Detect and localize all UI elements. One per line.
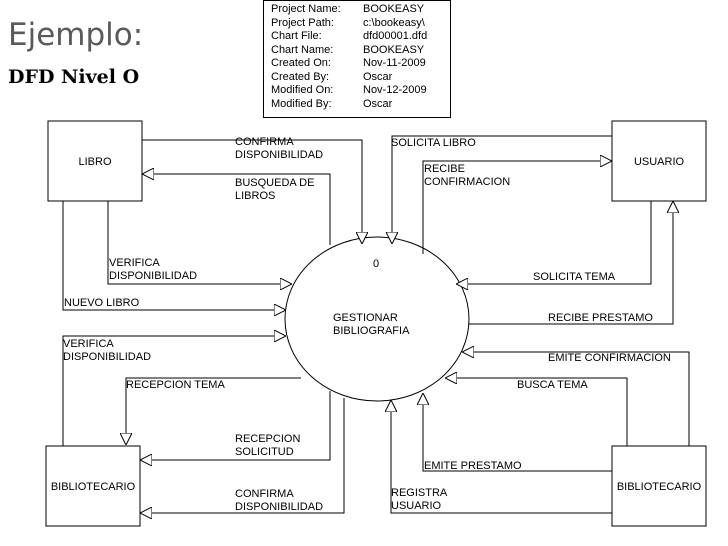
flow-label: EMITE CONFIRMACION: [548, 352, 671, 364]
flow-recibe-confirmacion: [422, 161, 611, 254]
flow-label: VERIFICA: [63, 338, 114, 350]
info-row-chart-file: Chart File:dfd00001.dfd: [271, 30, 428, 42]
flow-label: RECEPCION TEMA: [126, 379, 225, 391]
flow-label: DISPONIBILIDAD: [235, 149, 323, 161]
entity-bibliotecario-right-label: BIBLIOTECARIO: [617, 481, 702, 493]
flow-recepcion-tema: [126, 377, 301, 444]
process-number: 0: [373, 258, 379, 270]
entity-bibliotecario-right: [611, 445, 707, 527]
process-label-line2: BIBLIOGRAFIA: [333, 325, 410, 337]
entity-usuario: [611, 120, 707, 202]
flow-recepcion-solicitud: [141, 391, 331, 460]
flow-label: BUSQUEDA DE: [235, 177, 314, 189]
slide-title: Ejemplo:: [8, 17, 144, 53]
flow-emite-confirmacion: [463, 352, 690, 446]
flow-label: VERIFICA: [109, 257, 160, 269]
flow-emite-prestamo: [423, 394, 612, 472]
info-row-created-by: Created By:Oscar: [271, 70, 393, 83]
flow-label: DISPONIBILIDAD: [235, 501, 323, 513]
flow-registra-usuario: [391, 401, 612, 514]
flow-label: DISPONIBILIDAD: [109, 270, 197, 282]
flow-busca-tema: [446, 378, 628, 446]
flow-solicita-libro: [392, 135, 612, 243]
entity-bibliotecario-left-label: BIBLIOTECARIO: [51, 481, 136, 493]
flow-label: RECEPCION: [235, 433, 300, 445]
flow-confirma-disponibilidad-bottom: [141, 398, 345, 513]
flow-busqueda-de-libros: [143, 174, 331, 245]
flow-label: USUARIO: [391, 500, 442, 512]
flow-label: CONFIRMA: [235, 136, 294, 148]
entity-usuario-label: USUARIO: [634, 156, 685, 168]
flow-label: EMITE PRESTAMO: [424, 460, 522, 472]
process-label-line1: GESTIONAR: [333, 312, 398, 324]
entity-libro-label: LIBRO: [78, 156, 111, 168]
info-row-created-on: Created On:Nov-11-2009: [271, 57, 426, 69]
entity-bibliotecario-left: [45, 445, 141, 527]
flow-label: SOLICITA LIBRO: [391, 137, 476, 149]
entity-libro: [47, 120, 143, 202]
flow-label: NUEVO LIBRO: [64, 297, 140, 309]
slide-subtitle: DFD Nivel O: [8, 66, 140, 88]
flow-label: SOLICITA TEMA: [533, 271, 616, 283]
info-row-project-path: Project Path:c:\bookeasy\: [271, 16, 425, 29]
flow-label: SOLICITUD: [235, 446, 294, 458]
flow-verifica-disponibilidad-top: [107, 201, 291, 284]
flow-label: LIBROS: [235, 190, 275, 202]
flow-verifica-disponibilidad-left: [62, 336, 285, 446]
flow-confirma-disponibilidad-top: [142, 139, 362, 243]
flow-label: CONFIRMACION: [424, 176, 510, 188]
flow-label: CONFIRMA: [235, 488, 294, 500]
flow-label: RECIBE PRESTAMO: [548, 312, 653, 324]
flow-recibe-prestamo: [469, 202, 673, 325]
info-row-chart-name: Chart Name:BOOKEASY: [271, 43, 425, 56]
process-gestionar-bibliografia: [284, 236, 470, 402]
flow-label: BUSCA TEMA: [517, 379, 588, 391]
flow-nuevo-libro: [62, 201, 285, 310]
flow-label: RECIBE: [424, 163, 465, 175]
project-info-box: Project Name:BOOKEASY Project Path:c:\bo…: [263, 0, 451, 118]
info-row-modified-by: Modified By:Oscar: [271, 97, 393, 110]
flow-label: REGISTRA: [391, 487, 448, 499]
info-row-modified-on: Modified On:Nov-12-2009: [271, 84, 427, 96]
flow-label: DISPONIBILIDAD: [63, 351, 151, 363]
flow-solicita-tema: [457, 201, 652, 284]
info-row-project-name: Project Name:BOOKEASY: [271, 3, 425, 15]
